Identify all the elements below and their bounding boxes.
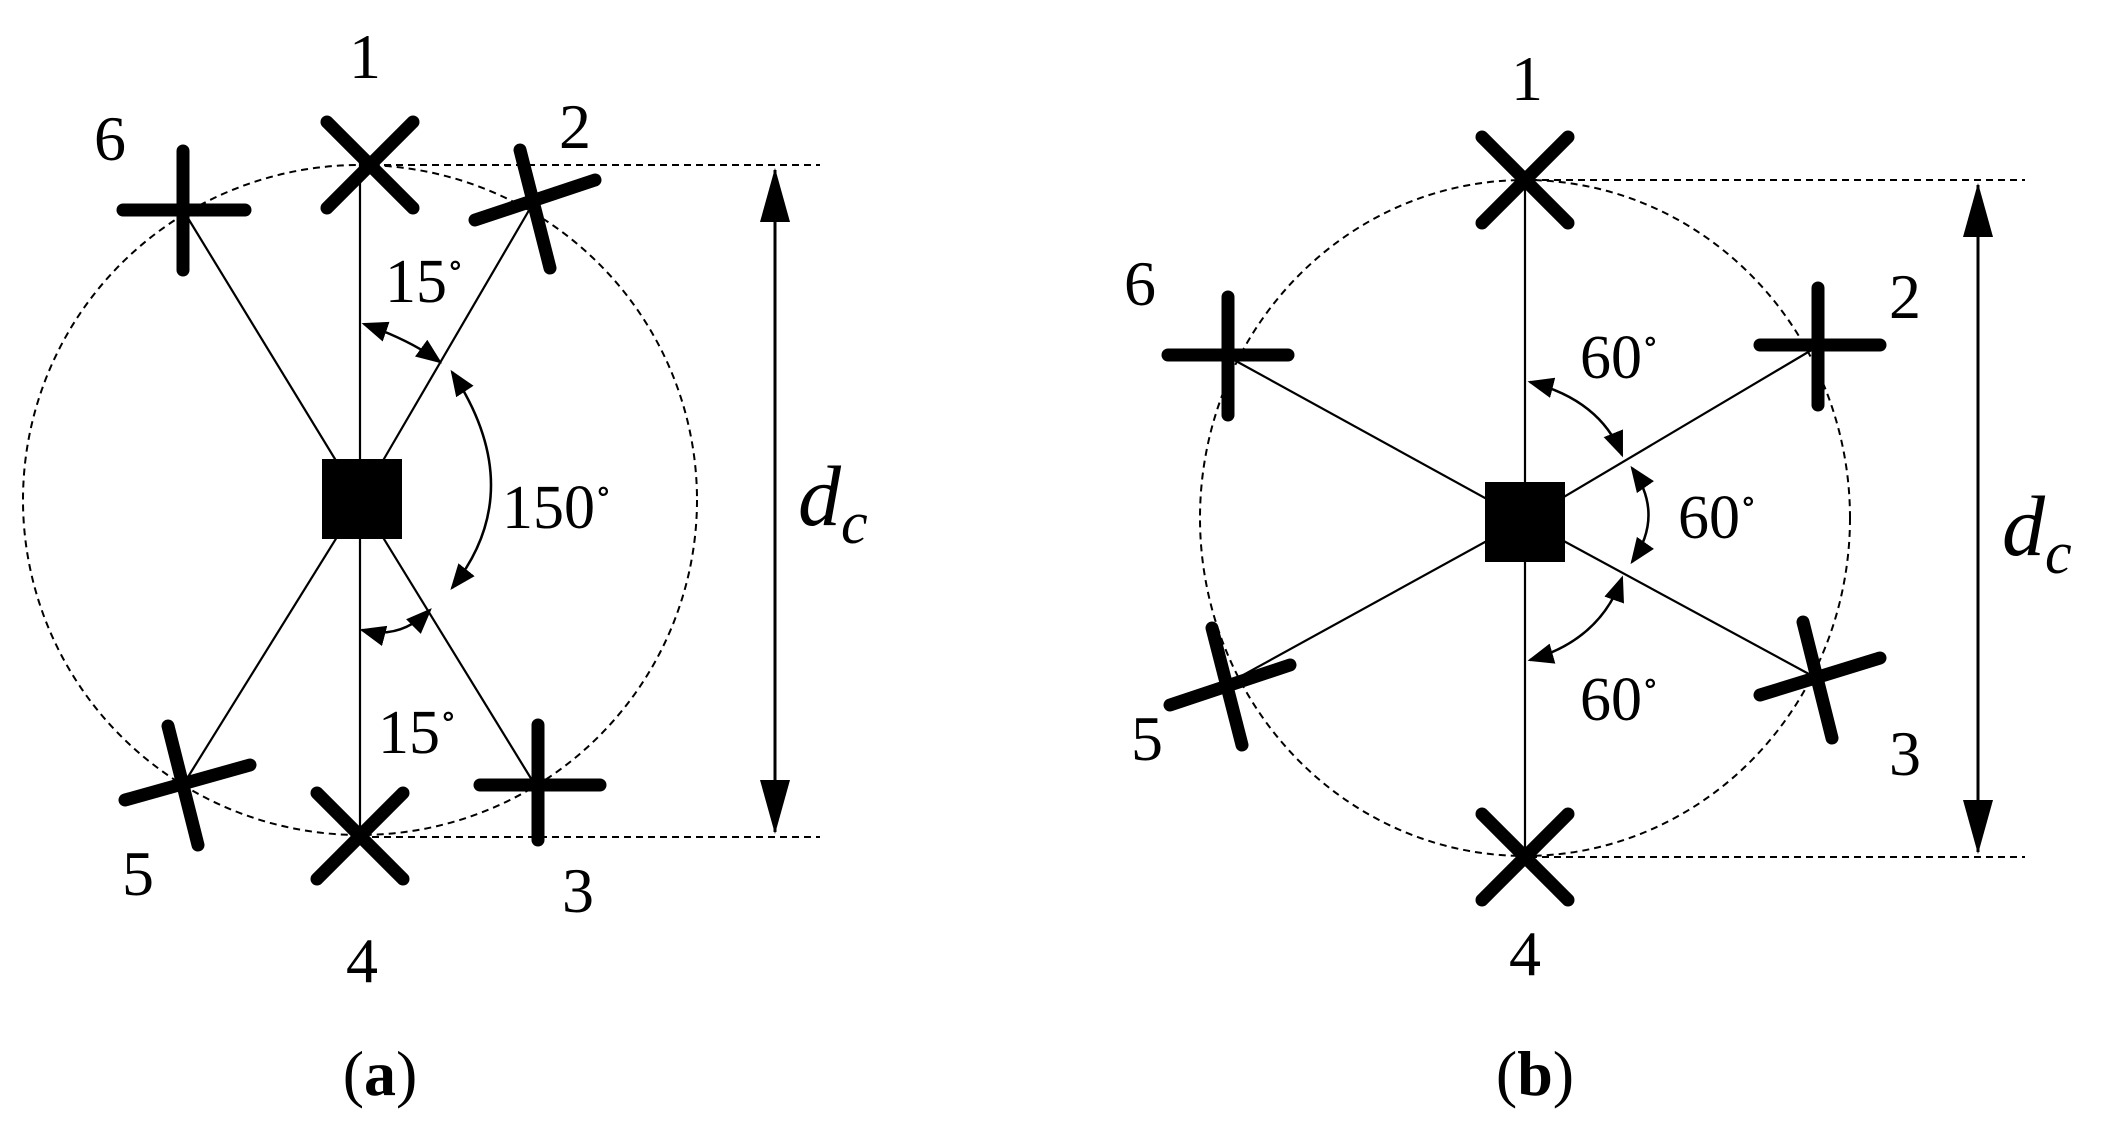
panel-b-plus-marker-3 [1753, 615, 1887, 745]
panel-a: 1 2 3 4 5 6 15∘ 150∘ 15∘ dc (a) [22, 21, 868, 1109]
panel-b-spoke-6 [1224, 354, 1526, 521]
panel-a-label-6: 6 [94, 103, 126, 174]
panel-b-plus-marker-2 [1753, 281, 1887, 412]
panel-a-dim-arrowhead-bottom [760, 780, 790, 834]
panel-a-plus-marker-2 [468, 143, 602, 275]
panel-a-spoke-3 [359, 499, 536, 786]
panel-a-dim-arrowhead-top [760, 168, 790, 222]
panel-b-label-5: 5 [1131, 703, 1163, 774]
panel-a-plus-marker-3 [473, 718, 607, 847]
panel-b-label-2: 2 [1889, 261, 1921, 332]
panel-a-label-5: 5 [122, 838, 154, 909]
panel-a-angle-arc-middle [450, 369, 493, 591]
panel-a-angle-top: 15∘ [385, 247, 464, 316]
panel-b-angle-middle: 60∘ [1678, 483, 1757, 552]
panel-b-angle-bottom: 60∘ [1580, 665, 1659, 734]
panel-a-plus-marker-5 [118, 719, 257, 852]
panel-b-label-4: 4 [1509, 918, 1541, 989]
panel-b-dim-arrowhead-bottom [1963, 800, 1993, 854]
panel-b-center-node [1485, 482, 1565, 562]
panel-a-label-3: 3 [562, 855, 594, 926]
panel-b-angle-arc-middle [1630, 465, 1654, 565]
panel-a-dimension-label: dc [798, 448, 868, 556]
panel-b-caption: (b) [1496, 1038, 1574, 1109]
panel-a-label-4: 4 [346, 925, 378, 996]
panel-b-dimension-label: dc [2002, 478, 2072, 586]
panel-a-spoke-2 [359, 199, 536, 501]
panel-b-angle-top: 60∘ [1580, 323, 1659, 392]
panel-b-spoke-2 [1524, 344, 1821, 521]
panel-a-angle-arc-top [361, 321, 443, 364]
panel-b-angle-arc-bottom [1527, 575, 1624, 664]
panel-a-spoke-5 [182, 499, 361, 786]
panel-b: 1 2 3 4 5 6 60∘ 60∘ 60∘ dc (b) [1124, 43, 2072, 1109]
panel-b-dim-arrowhead-top [1963, 183, 1993, 237]
panel-b-spoke-5 [1224, 519, 1526, 686]
panel-a-angle-middle: 150∘ [502, 473, 612, 542]
panel-b-label-6: 6 [1124, 248, 1156, 319]
panel-a-label-2: 2 [559, 91, 591, 162]
panel-a-spoke-6 [182, 209, 361, 501]
panel-b-label-1: 1 [1511, 43, 1543, 114]
panel-a-caption: (a) [343, 1038, 418, 1109]
panel-a-angle-bottom: 15∘ [378, 698, 457, 767]
panel-a-cross-marker-1 [320, 115, 420, 215]
panel-a-angle-arc-bottom [359, 608, 432, 647]
panel-b-label-3: 3 [1889, 718, 1921, 789]
panel-a-boundary-circle [22, 164, 698, 836]
panel-b-plus-marker-5 [1163, 621, 1297, 752]
panel-b-cross-marker-1 [1475, 130, 1575, 230]
panel-b-plus-marker-6 [1161, 290, 1295, 422]
panel-a-center-node [322, 459, 402, 539]
panel-a-label-1: 1 [349, 21, 381, 92]
panel-a-cross-marker-4 [310, 786, 410, 886]
panel-b-cross-marker-4 [1475, 807, 1575, 907]
panel-a-plus-marker-6 [116, 144, 252, 277]
panel-b-angle-arc-top [1527, 377, 1624, 458]
panel-b-spoke-3 [1524, 519, 1821, 681]
